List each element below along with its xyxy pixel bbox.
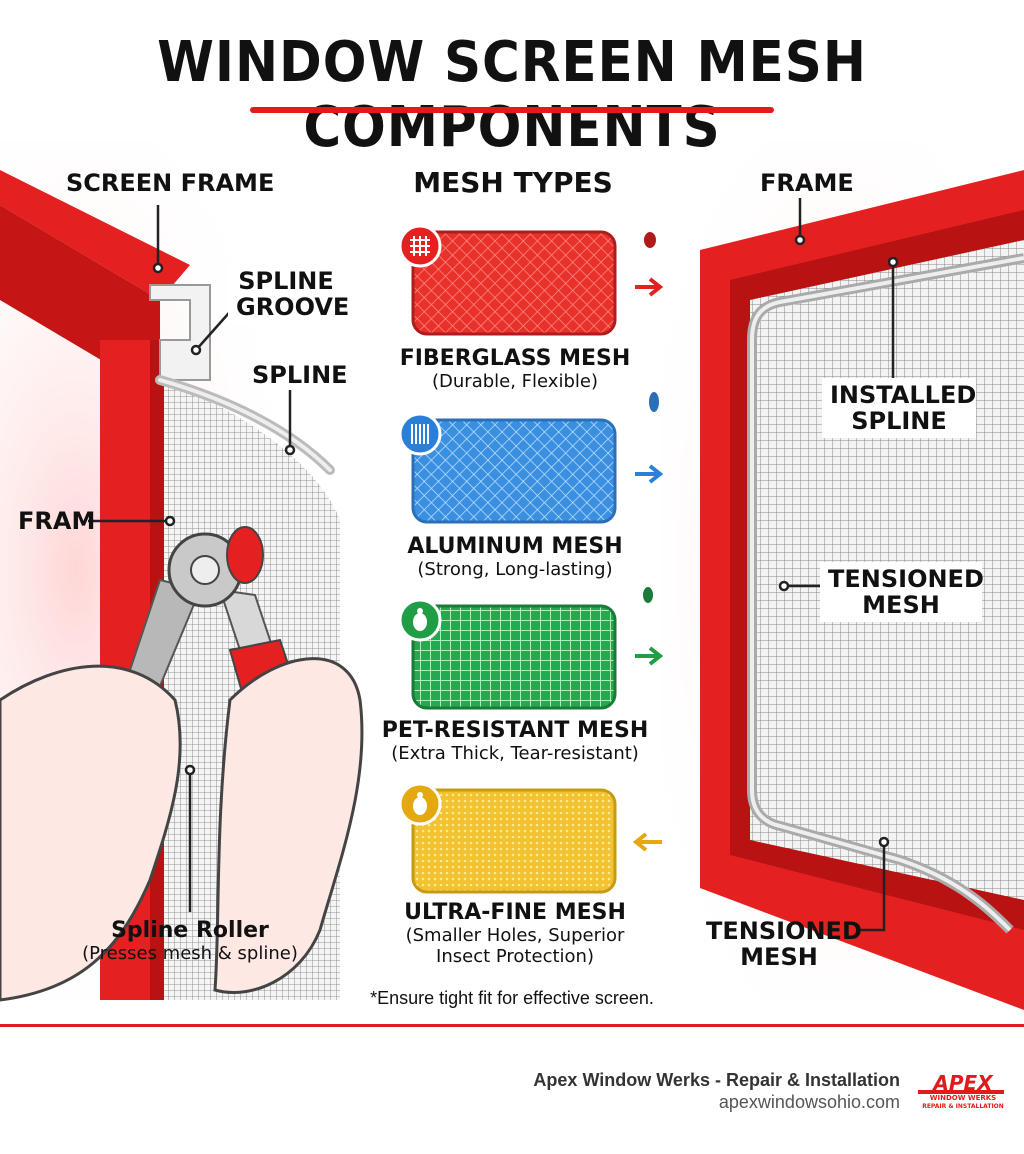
mesh-desc-line2: Insect Protection): [436, 946, 594, 967]
logo-sub2: REPAIR & INSTALLATION: [922, 1103, 1004, 1110]
page-title: WINDOW SCREEN MESH COMPONENTS: [157, 30, 867, 160]
label-spline-groove: SPLINE GROOVE: [228, 264, 349, 324]
label-tensioned-bottom-1: TENSIONED: [706, 917, 862, 945]
logo-wordmark: APEX: [933, 1071, 993, 1095]
apex-logo: [918, 1090, 1004, 1094]
roller-title: Spline Roller: [111, 918, 269, 943]
mesh-item-pet-resistant: PET-RESISTANT MESH (Extra Thick, Tear-re…: [360, 718, 670, 764]
apex-logo-text: APEX WINDOW WERKS REPAIR & INSTALLATION: [918, 1071, 1008, 1114]
lines-icon: [398, 412, 442, 456]
label-installed-spline: INSTALLED SPLINE: [822, 378, 976, 438]
mesh-types-heading: MESH TYPES: [413, 166, 613, 199]
label-installed-spline-2: SPLINE: [851, 407, 947, 435]
mesh-name: FIBERGLASS MESH: [399, 346, 631, 371]
label-installed-spline-1: INSTALLED: [830, 381, 977, 409]
note-text: *Ensure tight fit for effective screen.: [370, 988, 654, 1008]
mesh-item-aluminum: ALUMINUM MESH (Strong, Long-lasting): [360, 534, 670, 580]
mesh-item-ultra-fine: ULTRA-FINE MESH (Smaller Holes, Superior…: [360, 900, 670, 967]
label-frame: FRAME: [760, 169, 854, 197]
arrow-icons: [632, 277, 664, 852]
roller-desc: (Presses mesh & spline): [82, 943, 298, 964]
bug-icon-ultrafine: [398, 782, 442, 826]
insect-icons: [643, 232, 659, 603]
logo-sub1: WINDOW WERKS: [929, 1094, 997, 1102]
label-tensioned-mesh: TENSIONED MESH: [820, 562, 984, 622]
title-underline: [250, 107, 774, 113]
mesh-desc: (Strong, Long-lasting): [417, 559, 613, 580]
label-fram: FRAM: [18, 507, 96, 535]
label-tensioned-mesh-2: MESH: [862, 591, 940, 619]
mesh-desc-line1: (Smaller Holes, Superior: [405, 925, 625, 946]
mesh-item-fiberglass: FIBERGLASS MESH (Durable, Flexible): [360, 346, 670, 392]
footer-url[interactable]: apexwindowsohio.com: [718, 1092, 900, 1112]
mesh-name: ULTRA-FINE MESH: [404, 900, 626, 925]
label-spline-groove-text: SPLINE GROOVE: [236, 267, 350, 321]
mesh-desc: (Extra Thick, Tear-resistant): [391, 743, 639, 764]
mesh-name: PET-RESISTANT MESH: [381, 718, 649, 743]
spline-roller-illustration: [0, 526, 364, 1002]
label-tensioned-mesh-1: TENSIONED: [828, 565, 984, 593]
grid-icon: [398, 224, 442, 268]
label-spline: SPLINE: [252, 361, 348, 389]
mesh-name: ALUMINUM MESH: [407, 534, 623, 559]
label-tensioned-mesh-bottom: TENSIONED MESH: [706, 917, 862, 971]
footer-company: Apex Window Werks - Repair & Installatio…: [533, 1070, 900, 1090]
label-tensioned-bottom-2: MESH: [740, 943, 818, 971]
mesh-samples: [411, 230, 617, 894]
label-screen-frame: SCREEN FRAME: [66, 169, 275, 197]
mesh-desc: (Durable, Flexible): [432, 371, 598, 392]
bug-icon: [398, 598, 442, 642]
footer-divider: [0, 1024, 1024, 1027]
roller-caption: Spline Roller (Presses mesh & spline): [70, 918, 310, 965]
